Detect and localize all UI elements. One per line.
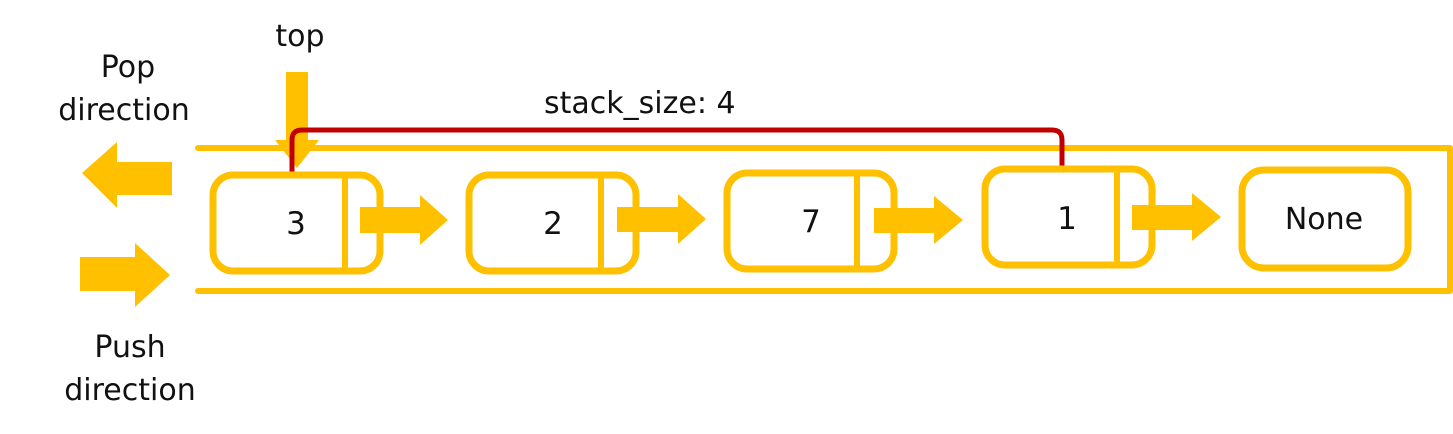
list-node: 1: [981, 165, 1156, 269]
node-value: 3: [286, 206, 306, 242]
list-node: 2: [465, 171, 640, 275]
terminal-value: None: [1285, 202, 1363, 237]
top-pointer-arrow: [275, 72, 319, 168]
next-arrow-icon: [360, 195, 448, 245]
top-label: top: [275, 19, 324, 54]
list-node: 3: [209, 171, 384, 275]
push-direction-label-line2: direction: [64, 373, 195, 408]
next-arrow-icon: [617, 194, 706, 244]
node-value: 2: [543, 206, 563, 242]
node-value: 7: [801, 204, 821, 240]
stack-size-pointer-line: [289, 127, 1065, 173]
next-arrow-icon: [1132, 193, 1221, 241]
pop-direction-arrow-icon: [82, 142, 172, 208]
terminal-node: None: [1238, 166, 1412, 272]
node-value: 1: [1057, 201, 1077, 237]
list-node: 7: [723, 169, 898, 273]
stack-container-outline: [195, 145, 1453, 294]
stack-size-label: stack_size: 4: [544, 86, 736, 121]
next-arrow-icon: [874, 196, 963, 244]
push-direction-arrow-icon: [80, 243, 170, 307]
push-direction-label-line1: Push: [94, 330, 165, 365]
pop-direction-label-line1: Pop: [101, 50, 155, 85]
pop-direction-label-line2: direction: [58, 93, 189, 128]
